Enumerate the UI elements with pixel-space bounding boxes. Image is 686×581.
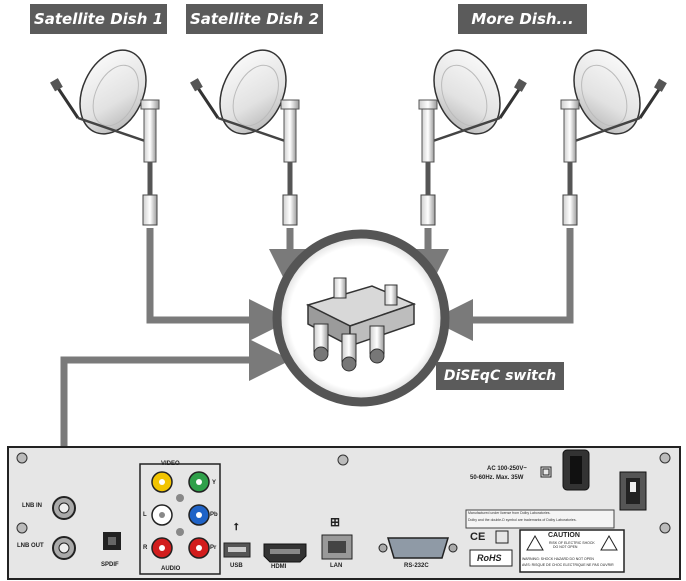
spdif-label: SPDIF — [101, 562, 119, 568]
rs232-port — [378, 537, 458, 559]
caution-sub1: RISK OF ELECTRIC SHOCK — [549, 541, 595, 545]
rca-y — [188, 471, 210, 493]
lan-port: ⊞ — [321, 515, 353, 560]
lnb-in-connector — [52, 496, 76, 520]
rohs-mark: RoHS — [477, 553, 502, 563]
hdmi-label: HDMI — [271, 564, 287, 570]
r-label: R — [143, 545, 148, 551]
rs232-label: RS-232C — [404, 563, 429, 569]
ac-rating-line1: AC 100-250V~ — [487, 466, 527, 472]
dolby-line2: Dolby and the double-D symbol are tradem… — [468, 518, 577, 522]
pr-label: Pr — [210, 545, 217, 551]
l-label: L — [143, 512, 147, 518]
ce-mark: CE — [470, 531, 486, 543]
rca-audio-l — [151, 504, 173, 526]
label-more-dish: More Dish... — [458, 4, 587, 34]
audio-label: AUDIO — [161, 566, 181, 572]
lan-label: LAN — [330, 563, 343, 569]
avis-text: AVIS: RISQUE DE CHOC ELECTRIQUE NE PAS O… — [522, 563, 614, 567]
caution-sub2: DO NOT OPEN — [553, 545, 578, 549]
warning-text: WARNING: SHOCK HAZARD DO NOT OPEN — [522, 557, 594, 561]
lnb-in-label: LNB IN — [22, 503, 42, 509]
rca-audio-r — [151, 537, 173, 559]
rca-pr — [188, 537, 210, 559]
rca-video — [151, 471, 173, 493]
usb-port: ⭡ — [223, 522, 251, 558]
lnb-out-connector — [52, 536, 76, 560]
caution-title: CAUTION — [548, 532, 580, 539]
diseqc-switch — [272, 229, 450, 407]
pb-label: Pb — [210, 512, 218, 518]
satellite-dish-1 — [50, 38, 160, 226]
rca-pb — [188, 504, 210, 526]
usb-label: USB — [230, 563, 243, 569]
power-switch — [619, 471, 647, 511]
svg-text:⭡: ⭡ — [233, 522, 239, 533]
svg-text:⊞: ⊞ — [330, 515, 340, 529]
satellite-dish-3 — [418, 38, 527, 226]
ac-rating-line2: 50-60Hz. Max. 35W — [470, 475, 524, 481]
y-label: Y — [212, 480, 217, 486]
power-inlet — [562, 449, 590, 491]
receiver-back-panel: ⭡ ⊞ — [7, 446, 681, 580]
dolby-line1: Manufactured under license from Dolby La… — [468, 511, 551, 515]
label-satellite-dish-1: Satellite Dish 1 — [30, 4, 167, 34]
video-label: VIDEO — [161, 461, 180, 467]
satellite-dish-2 — [190, 38, 300, 226]
lnb-out-label: LNB OUT — [17, 543, 44, 549]
satellite-dish-4 — [560, 38, 667, 226]
hdmi-port — [263, 543, 307, 563]
label-diseqc-switch: DiSEqC switch — [436, 362, 564, 390]
label-satellite-dish-2: Satellite Dish 2 — [186, 4, 323, 34]
